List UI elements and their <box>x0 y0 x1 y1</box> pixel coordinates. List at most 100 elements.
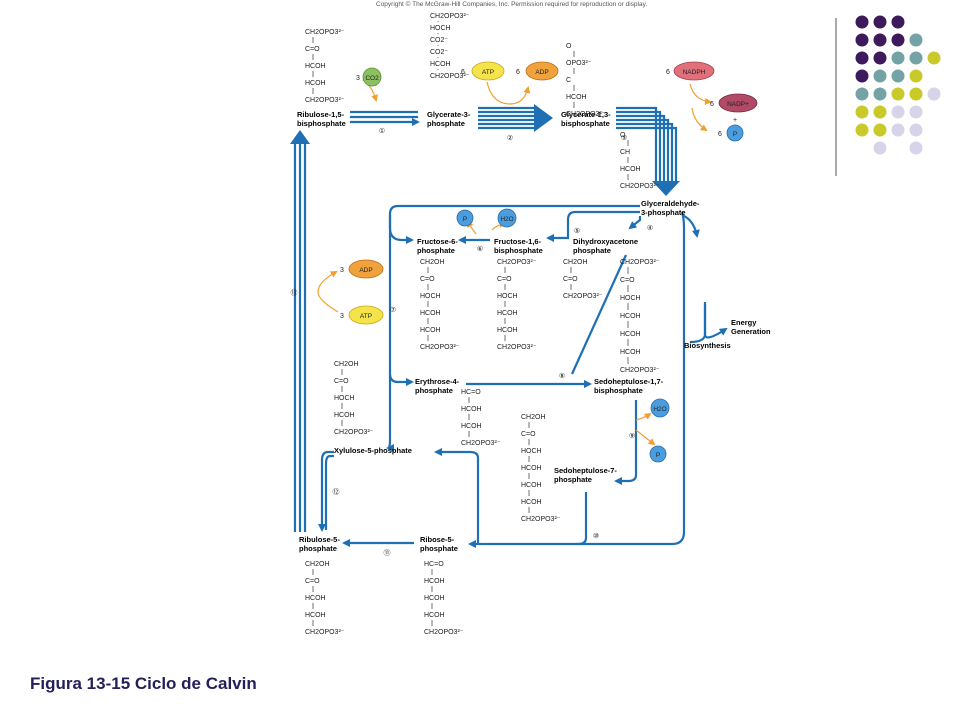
e4p-formula-line: HC=O <box>461 389 481 396</box>
step-1: ① <box>379 127 385 135</box>
nadp-badge: 6 NADP+ + <box>710 93 758 124</box>
nadph-badge: 6 NADPH <box>666 61 715 81</box>
rubp-formula-line: CH2OPO3²⁻ <box>305 97 345 104</box>
decorative-dot <box>873 105 887 119</box>
decorative-dot <box>891 123 905 137</box>
dhap-label: Dihydroxyacetone <box>573 237 638 246</box>
atp-badge-step7: 3 ATP <box>340 305 384 325</box>
adp-badge-step2: 6 ADP <box>516 61 559 81</box>
sbp-formula-line: C=O <box>620 277 635 284</box>
step-9: ⑨ <box>629 432 635 440</box>
s7p-formula-line: HCOH <box>521 465 542 472</box>
bpga-formula-line: OPO3²⁻ <box>566 60 592 67</box>
sbp-formula-line: HCOH <box>620 331 641 338</box>
decorative-dot <box>873 33 887 47</box>
f6p-formula-line: HCOH <box>420 310 441 317</box>
ru5p-label: Ribulose-5- <box>299 535 340 544</box>
svg-text:phosphate: phosphate <box>554 475 592 484</box>
s7p-formula-line: C=O <box>521 431 536 438</box>
r5p-formula-line: HCOH <box>424 612 445 619</box>
pga-formula-line: CH2OPO3²⁻ <box>430 73 470 80</box>
sbp-formula-line: CH2OPO3²⁻ <box>620 367 660 374</box>
decorative-dot <box>873 141 887 155</box>
r5p-formula-line: CH2OPO3²⁻ <box>424 629 464 636</box>
decorative-dot <box>873 51 887 65</box>
ru5p-formula-line: C=O <box>305 578 320 585</box>
step-6: ⑥ <box>477 245 483 253</box>
r5p-formula-line: HCOH <box>424 595 445 602</box>
f6p-formula-line: HCOH <box>420 327 441 334</box>
svg-text:NADP+: NADP+ <box>727 101 749 108</box>
fbp-label: Fructose-1,6- <box>494 237 542 246</box>
svg-text:bisphosphate: bisphosphate <box>594 386 643 395</box>
svg-text:P: P <box>733 131 737 138</box>
pga-formula-line: CO2⁻ <box>430 49 448 56</box>
s7p-label: Sedoheptulose-7- <box>554 466 617 475</box>
decorative-dot <box>891 87 905 101</box>
fbp-formula-line: C=O <box>497 276 512 283</box>
figure-caption: Figura 13-15 Ciclo de Calvin <box>30 674 257 693</box>
svg-text:3: 3 <box>340 267 344 274</box>
xu5p-label: Xylulose-5-phosphate <box>334 446 412 455</box>
decorative-dot <box>855 69 869 83</box>
e4p-formula-line: HCOH <box>461 406 482 413</box>
svg-text:phosphate: phosphate <box>573 246 611 255</box>
r5p-label: Ribose-5- <box>420 535 455 544</box>
ru5p-formula-line: CH2OH <box>305 561 330 568</box>
decorative-dot <box>891 51 905 65</box>
decorative-dot <box>927 87 941 101</box>
svg-text:ADP: ADP <box>359 267 372 274</box>
pga-formula-line: HOCH <box>430 25 451 32</box>
rubp-formula-line: HCOH <box>305 63 326 70</box>
ru5p-formula-line: HCOH <box>305 595 326 602</box>
xu5p-formula-line: HCOH <box>334 412 355 419</box>
fbp-formula-line: HOCH <box>497 293 518 300</box>
svg-text:6: 6 <box>516 69 520 76</box>
svg-text:3: 3 <box>340 313 344 320</box>
decorative-dot <box>855 51 869 65</box>
svg-text:H2O: H2O <box>500 216 513 223</box>
decorative-dot <box>909 123 923 137</box>
s7p-formula-line: CH2OPO3²⁻ <box>521 516 561 523</box>
svg-text:+: + <box>733 117 737 124</box>
svg-text:bisphosphate: bisphosphate <box>561 119 610 128</box>
sbp-formula-line: HCOH <box>620 349 641 356</box>
pga-formula-line: CO2⁻ <box>430 37 448 44</box>
fbp-formula-line: CH2OPO3²⁻ <box>497 344 537 351</box>
svg-text:6: 6 <box>718 131 722 138</box>
dhap-formula-line: C=O <box>563 276 578 283</box>
e4p-formula-line: HCOH <box>461 423 482 430</box>
svg-text:ADP: ADP <box>535 69 548 76</box>
decorative-dot <box>891 105 905 119</box>
g3p-formula-line: CH2OPO3²⁻ <box>620 183 660 190</box>
decorative-dot <box>855 15 869 29</box>
svg-text:phosphate: phosphate <box>417 246 455 255</box>
svg-text:3-phosphate: 3-phosphate <box>641 208 686 217</box>
step-2: ② <box>507 134 513 142</box>
svg-text:phosphate: phosphate <box>415 386 453 395</box>
decorative-dot <box>909 33 923 47</box>
svg-text:phosphate: phosphate <box>427 119 465 128</box>
sbp-formula-line: HCOH <box>620 313 641 320</box>
decorative-dot <box>891 69 905 83</box>
fbp-formula-line: CH2OPO3²⁻ <box>497 259 537 266</box>
co2-badge: 3 CO2 <box>356 67 382 87</box>
atp-badge-step2: 6 ATP <box>461 61 505 81</box>
f6p-formula-line: C=O <box>420 276 435 283</box>
g3p-formula-line: CH <box>620 149 630 156</box>
fbp-formula-line: HCOH <box>497 327 518 334</box>
step-8: ⑧ <box>559 372 565 380</box>
rubp-formula-line: HCOH <box>305 80 326 87</box>
sbp-label: Sedoheptulose-1,7- <box>594 377 664 386</box>
svg-text:ATP: ATP <box>482 69 494 76</box>
s7p-formula-line: HCOH <box>521 499 542 506</box>
structural-formulas: CH2OPO3²⁻ C=O HCOH HCOH CH2OPO3²⁻ CH2OPO3²⁻ HO… <box>305 13 660 636</box>
water-badge-step6: H2O <box>497 208 517 228</box>
svg-text:P: P <box>463 216 467 223</box>
svg-text:6: 6 <box>461 69 465 76</box>
svg-text:H2O: H2O <box>653 406 666 413</box>
f6p-formula-line: CH2OPO3²⁻ <box>420 344 460 351</box>
g3p-formula-line: O <box>620 132 626 139</box>
decorative-dot <box>855 105 869 119</box>
